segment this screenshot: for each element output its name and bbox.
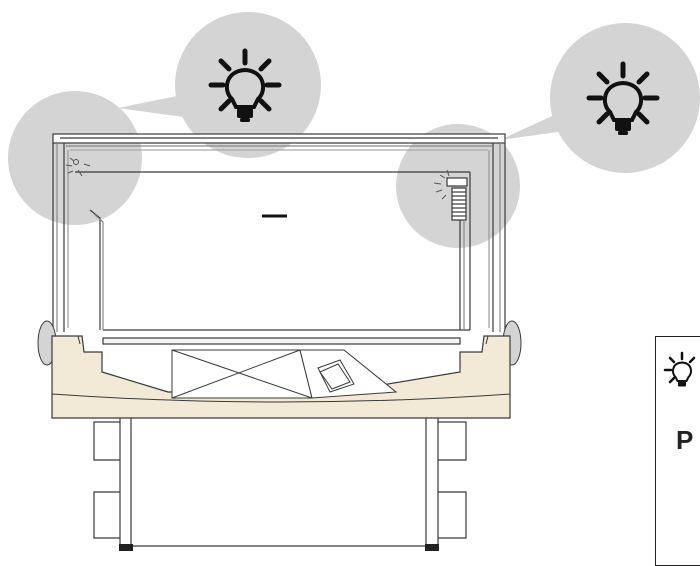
display-case [52, 133, 506, 345]
left-light-detail-circle [8, 91, 142, 225]
left-light-callout [118, 12, 321, 158]
left-foot [119, 544, 133, 551]
right-light-callout [500, 23, 700, 173]
display-case-base [51, 335, 511, 419]
right-lamp-rays [433, 169, 450, 200]
right-foot [425, 544, 439, 551]
stand-legs [93, 418, 467, 548]
refrigerated-display-case-diagram [8, 12, 700, 551]
legend-box: P [655, 336, 700, 566]
light-bulb-icon [663, 351, 696, 387]
legend-label: P [676, 425, 694, 455]
left-lamp-rays [65, 157, 91, 177]
product-crate [171, 349, 398, 399]
